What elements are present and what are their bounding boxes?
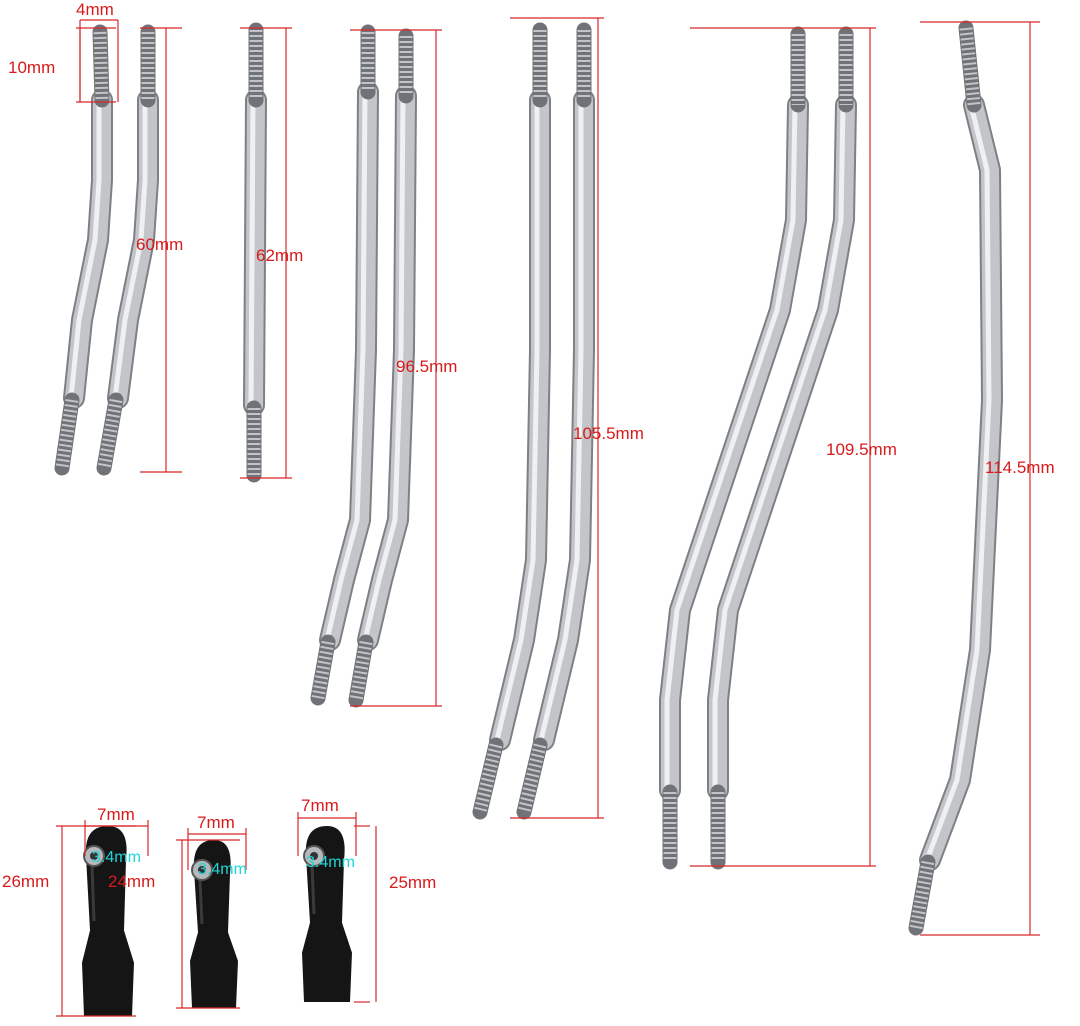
rod-end-1-body: [82, 826, 134, 1016]
rod-end-2-hole: [198, 866, 206, 874]
rod-60-b-thread-bottom: [97, 398, 123, 470]
rod-length-label-62: 62mm: [256, 246, 304, 265]
thread-length-label: 10mm: [8, 58, 56, 77]
rod-96-5-b-thread-bottom-base: [348, 634, 374, 708]
rod-62-body: [245, 91, 265, 414]
thread-width-label: 4mm: [76, 0, 114, 19]
rod-end-1-sheen: [90, 865, 96, 922]
rod-60-a-thread-bottom: [55, 399, 79, 469]
rod-60-a-thread-top: [93, 31, 109, 101]
rod-end-3-sheen: [310, 865, 316, 915]
rod-62-highlight: [248, 97, 256, 408]
rod-end-3-hole: [310, 852, 318, 860]
rod-end-3-width-label: 7mm: [301, 796, 339, 815]
rod-end-2-width-label: 7mm: [197, 813, 235, 832]
rod-end-1-hole: [90, 852, 98, 860]
rod-114-5-thread-top-base: [958, 20, 982, 113]
rod-109-5-b-body: [709, 96, 855, 799]
rod-end-1-height-label: 26mm: [2, 872, 50, 891]
rod-96-5-b-highlight: [362, 93, 406, 643]
rod-length-label-109-5: 109.5mm: [826, 440, 897, 459]
rod-96-5-a-highlight: [324, 89, 368, 643]
rod-105-5-a-body: [491, 91, 549, 749]
rod-end-3-hole-label: 3.4mm: [306, 854, 355, 871]
rod-105-5-a-thread-bottom: [473, 743, 503, 814]
rod-109-5-a-highlight: [664, 102, 798, 793]
rod-60-a-body: [65, 91, 111, 407]
rod-114-5-thread-bottom: [909, 860, 935, 930]
rod-96-5-b-body: [359, 87, 415, 649]
rod-96-5-a-thread-bottom-base: [310, 634, 336, 706]
rod-105-5-b-body: [535, 91, 593, 749]
rod-length-label-105-5: 105.5mm: [573, 424, 644, 443]
rod-end-2-sheen: [198, 879, 204, 925]
rod-60-a-highlight: [68, 97, 102, 401]
rod-end-3-height-label: 25mm: [389, 873, 437, 892]
rod-105-5-a-highlight: [494, 97, 540, 743]
rod-end-1-hole-label: 3.4mm: [92, 849, 141, 866]
rod-105-5-b-thread-bottom: [517, 743, 547, 814]
rod-end-1-width-label: 7mm: [97, 805, 135, 824]
rod-end-2-hole-label: 3.4mm: [198, 861, 247, 878]
rod-105-5-b-highlight: [538, 97, 584, 743]
rod-60-b-highlight: [112, 97, 148, 401]
rod-length-label-60: 60mm: [136, 235, 184, 254]
rod-109-5-a-body: [661, 96, 807, 799]
rod-end-2-height-label: 24mm: [108, 872, 156, 891]
rod-109-5-b-highlight: [712, 102, 846, 793]
rod-end-3-body: [302, 826, 352, 1002]
rod-114-5-highlight: [924, 102, 992, 863]
rod-end-2-body: [190, 840, 238, 1008]
rod-114-5-body: [921, 96, 1001, 869]
rod-60-b-body: [109, 91, 157, 407]
rod-96-5-a-body: [321, 83, 377, 649]
rod-length-label-114-5: 114.5mm: [985, 458, 1055, 477]
rod-length-label-96-5: 96.5mm: [396, 357, 458, 376]
